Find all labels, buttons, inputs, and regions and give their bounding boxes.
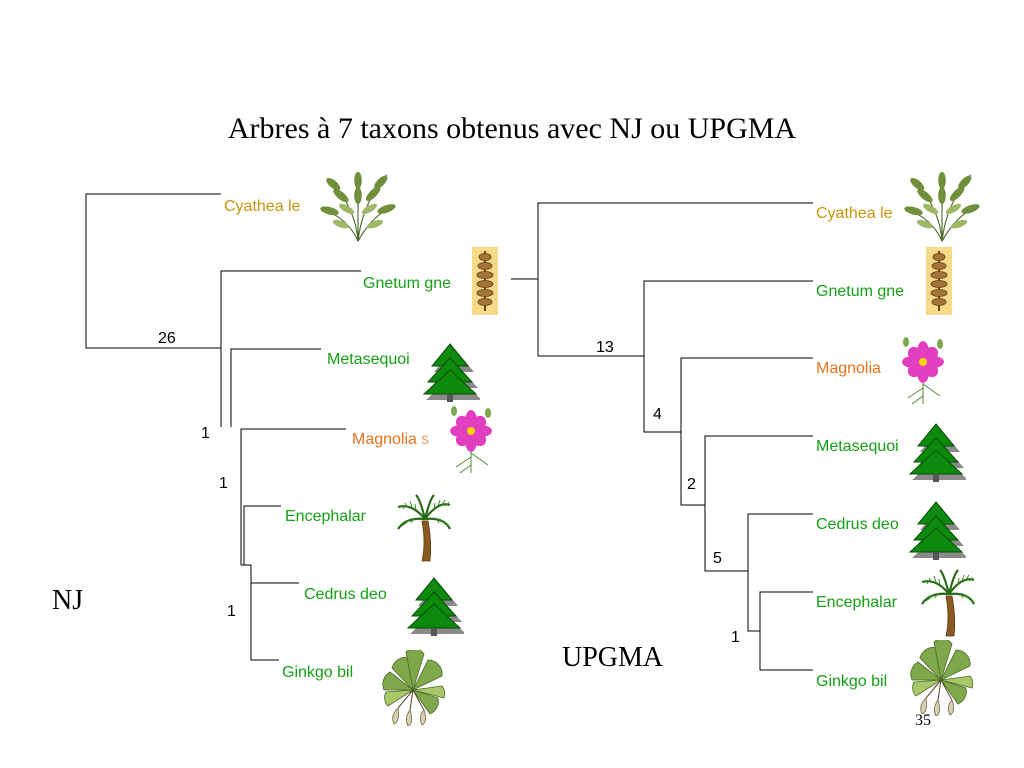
nj-branch-clade-5 — [250, 582, 299, 661]
upgma-taxon-label: Gnetum gne — [816, 283, 904, 300]
conifer-icon — [909, 423, 966, 482]
fern-icon — [904, 171, 980, 242]
upgma-branch-clade-5 — [759, 591, 813, 671]
upgma-support-value: 1 — [731, 629, 740, 646]
upgma-taxon-label: Cyathea le — [816, 205, 893, 222]
nj-taxon-label: Metasequoi — [327, 351, 410, 368]
nj-branch-link-b — [244, 564, 252, 622]
nj-taxon-label: Gnetum gne — [363, 275, 451, 292]
nj-taxon-label: Encephalar — [285, 508, 367, 525]
upgma-branch-root — [537, 202, 813, 357]
nj-support-value: 1 — [201, 425, 210, 442]
upgma-branch-clade-1 — [643, 280, 813, 433]
conifer-icon — [423, 343, 480, 402]
nj-support-values: 26 1 1 1 — [158, 330, 236, 620]
nj-taxon-label: Cedrus deo — [304, 586, 387, 603]
upgma-taxon-label: Ginkgo bil — [816, 673, 887, 690]
nj-support-value: 1 — [219, 475, 228, 492]
upgma-branch-clade-3 — [704, 435, 813, 572]
conifer-icon — [407, 577, 464, 636]
nj-branch-clade-4 — [243, 505, 281, 565]
upgma-tree-branches — [511, 202, 813, 671]
cycad-icon — [396, 493, 452, 563]
nj-branch-root — [85, 193, 221, 349]
cycad-icon — [920, 568, 976, 638]
slide-number: 35 — [915, 712, 931, 729]
gnetum-cone-icon — [926, 247, 952, 315]
flower-icon — [449, 405, 493, 474]
nj-method-label: NJ — [52, 585, 84, 616]
nj-branch-clade-3 — [240, 428, 346, 565]
upgma-taxon-label: Encephalar — [816, 594, 898, 611]
nj-support-value: 26 — [158, 330, 176, 347]
ginkgo-icon — [382, 650, 446, 726]
nj-tree-branches — [85, 193, 361, 661]
upgma-taxon-label: Magnolia — [816, 360, 881, 377]
fern-icon — [320, 171, 396, 242]
upgma-taxon-label: Metasequoi — [816, 438, 899, 455]
nj-support-value: 1 — [227, 603, 236, 620]
nj-taxon-label: Ginkgo bil — [282, 664, 353, 681]
nj-taxon-suffix: s — [421, 431, 429, 448]
ginkgo-icon — [910, 640, 974, 716]
upgma-taxon-label: Cedrus deo — [816, 516, 899, 533]
upgma-support-values: 13 4 2 5 1 — [596, 339, 740, 646]
upgma-branch-clade-4 — [747, 513, 813, 632]
nj-branch-clade-1 — [220, 270, 361, 427]
gnetum-cone-icon — [472, 247, 498, 315]
upgma-method-label: UPGMA — [562, 642, 664, 673]
conifer-icon — [909, 501, 966, 560]
nj-taxon-label: Cyathea le — [224, 198, 301, 215]
upgma-support-value: 4 — [653, 406, 662, 423]
upgma-support-value: 13 — [596, 339, 614, 356]
flower-icon — [901, 336, 945, 405]
upgma-taxa: Cyathea le Gnetum gneMagnoliaMetasequoiCe… — [816, 171, 980, 716]
nj-branch-clade-2 — [230, 348, 321, 427]
page-title: Arbres à 7 taxons obtenus avec NJ ou UPG… — [227, 112, 797, 145]
upgma-support-value: 2 — [687, 476, 696, 493]
upgma-branch-clade-2 — [680, 357, 813, 506]
upgma-support-value: 5 — [713, 550, 722, 567]
